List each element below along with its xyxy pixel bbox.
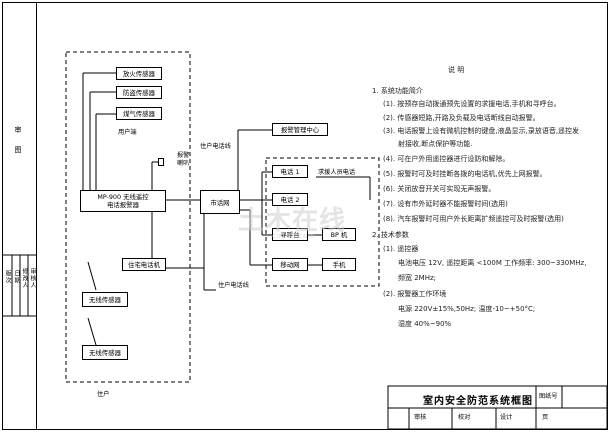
notes-item-7: (7). 设有市外延时器不能报警时间(选用) bbox=[383, 200, 508, 208]
notes-param-1: 电池电压 12V, 遥控距离 <100M 工作频率: 300~330MHz, bbox=[398, 259, 587, 267]
wireless-sensor-1-box: 无线传感器 bbox=[82, 292, 128, 307]
mobile-network-box: 移动网 bbox=[272, 258, 308, 271]
left-strip-label-top: 审 bbox=[14, 126, 22, 134]
notes-item-8: (8). 汽车报警时可用户外长距离扩频遥控可及时报警(选用) bbox=[383, 215, 564, 223]
alarm-center-label: 报警管理中心 bbox=[280, 126, 320, 134]
notes-section-2: 2. 技术参数 bbox=[372, 231, 409, 239]
residence-phone-box: 住宅电话机 bbox=[122, 258, 166, 271]
residence-phone-line-top-label: 住户电话线 bbox=[200, 143, 231, 150]
notes-sub-2: (2). 报警器工作环境 bbox=[383, 290, 447, 298]
mp900-box: MP-900 无线遥控 电话报警器 bbox=[80, 190, 166, 212]
bp-machine-label: BP 机 bbox=[330, 231, 348, 239]
notes-param-3: 电源 220V±15%,50Hz; 温度-10~+50°C; bbox=[398, 305, 536, 313]
page-label: 页 bbox=[542, 414, 549, 421]
city-network-label: 市话网 bbox=[210, 198, 230, 207]
phone1-label: 电话 1 bbox=[280, 168, 300, 176]
wireless-sensor-1-label: 无线传感器 bbox=[89, 296, 121, 304]
resident-label: 住户 bbox=[97, 391, 110, 398]
gas-sensor-label: 煤气传感器 bbox=[123, 110, 155, 118]
wireless-sensor-2-label: 无线传感器 bbox=[89, 349, 121, 357]
notes-item-3: (3). 电话报警上设有微机控制的键盘,液晶显示,录放语音,遥控发 bbox=[383, 127, 580, 135]
left-strip-col-4: 审核人 bbox=[29, 268, 36, 289]
gas-sensor-box: 煤气传感器 bbox=[116, 107, 162, 120]
designer-label: 审核 bbox=[414, 414, 427, 421]
city-network-box: 市话网 bbox=[200, 190, 240, 214]
phone2-label: 电话 2 bbox=[280, 196, 300, 204]
notes-sub-1: (1). 遥控器 bbox=[383, 245, 419, 253]
left-strip-label-mid: 图 bbox=[14, 146, 22, 154]
residence-phone-line-bottom-label: 住户电话线 bbox=[218, 282, 249, 289]
left-strip-col-3: 修改人 bbox=[21, 268, 28, 289]
user-end-label: 用户端 bbox=[118, 129, 137, 136]
phone2-box: 电话 2 bbox=[272, 193, 308, 206]
rescue-phones-label: 求援人员电话 bbox=[318, 169, 356, 176]
notes-item-4: (4). 可在户外用遥控器进行设防和解除。 bbox=[383, 155, 510, 163]
phone1-box: 电话 1 bbox=[272, 165, 308, 178]
left-strip-col-2: 日期 bbox=[13, 270, 20, 284]
bp-machine-box: BP 机 bbox=[322, 228, 356, 241]
notes-item-6: (6). 关闭放音开关可实现无声报警。 bbox=[383, 185, 496, 193]
drawing-no-label: 图纸号 bbox=[539, 393, 558, 400]
smoke-sensor-label: 放火传感器 bbox=[123, 70, 155, 78]
drafter-label: 设计 bbox=[500, 414, 513, 421]
paging-station-box: 寻呼台 bbox=[272, 228, 308, 241]
theft-sensor-box: 防盗传感器 bbox=[116, 86, 162, 99]
notes-item-5: (5). 报警时可及时挂断各拨的电话机,优先上网报警。 bbox=[383, 170, 547, 178]
notes-item-2: (2). 传感器短路,开路及负载及电话断线自动报警。 bbox=[383, 114, 540, 122]
left-strip-col-1: 版次 bbox=[4, 270, 11, 284]
notes-heading: 说 明 bbox=[448, 66, 465, 74]
mp900-label: MP-900 无线遥控 电话报警器 bbox=[97, 192, 149, 209]
drawing-title: 室内安全防范系统框图 bbox=[423, 396, 533, 407]
notes-section-1: 1. 系统功能简介 bbox=[372, 87, 423, 95]
rescue-boundary bbox=[265, 157, 380, 287]
notes-item-1: (1). 按预存自动拨通预先设置的求援电话,手机和寻呼台。 bbox=[383, 100, 561, 108]
residence-phone-label: 住宅电话机 bbox=[128, 261, 160, 269]
theft-sensor-label: 防盗传感器 bbox=[123, 89, 155, 97]
smoke-sensor-box: 放火传感器 bbox=[116, 67, 162, 80]
watermark-sub: co188.com bbox=[272, 232, 316, 240]
household-boundary bbox=[65, 51, 191, 383]
alarm-horn-label: 报警 喇叭 bbox=[177, 152, 190, 168]
mobile-phone-box: 手机 bbox=[322, 258, 356, 271]
mobile-phone-label: 手机 bbox=[332, 261, 346, 269]
paging-station-label: 寻呼台 bbox=[280, 231, 300, 239]
notes-param-2: 频宽 2MHz; bbox=[398, 274, 437, 282]
mobile-network-label: 移动网 bbox=[280, 261, 300, 269]
checker-label: 校对 bbox=[458, 414, 471, 421]
notes-item-3b: 射接收,断点保护等功能. bbox=[398, 140, 473, 148]
notes-param-4: 湿度 40%~90% bbox=[398, 320, 452, 328]
alarm-horn-icon bbox=[158, 158, 164, 166]
alarm-center-box: 报警管理中心 bbox=[272, 123, 328, 136]
wireless-sensor-2-box: 无线传感器 bbox=[82, 345, 128, 360]
watermark-text: 土木在线 bbox=[238, 206, 347, 236]
